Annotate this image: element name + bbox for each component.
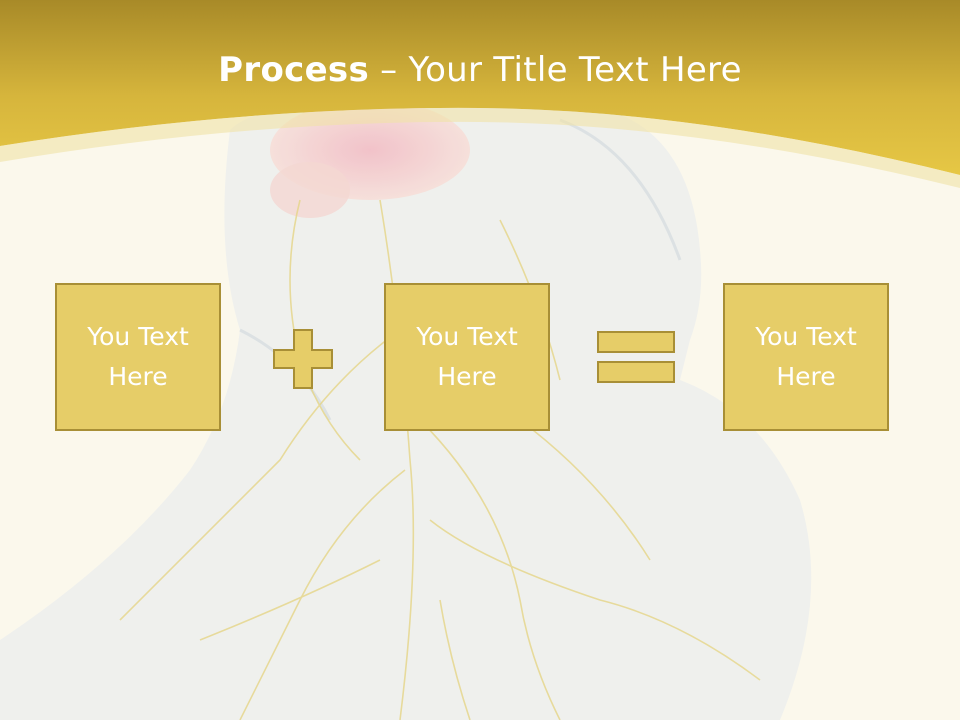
process-box-1[interactable]: You Text Here <box>55 283 221 431</box>
process-box-2[interactable]: You Text Here <box>384 283 550 431</box>
process-box-label: You Text Here <box>87 322 189 391</box>
slide-title: Process – Your Title Text Here <box>0 50 960 90</box>
process-box-label: You Text Here <box>416 322 518 391</box>
title-text: Your Title Text Here <box>408 50 742 90</box>
plus-icon <box>273 329 333 389</box>
equals-icon <box>597 331 675 383</box>
title-dash: – <box>369 50 409 90</box>
process-box-3[interactable]: You Text Here <box>723 283 889 431</box>
process-box-label: You Text Here <box>755 322 857 391</box>
title-strong: Process <box>218 50 370 90</box>
header-band <box>0 0 960 175</box>
